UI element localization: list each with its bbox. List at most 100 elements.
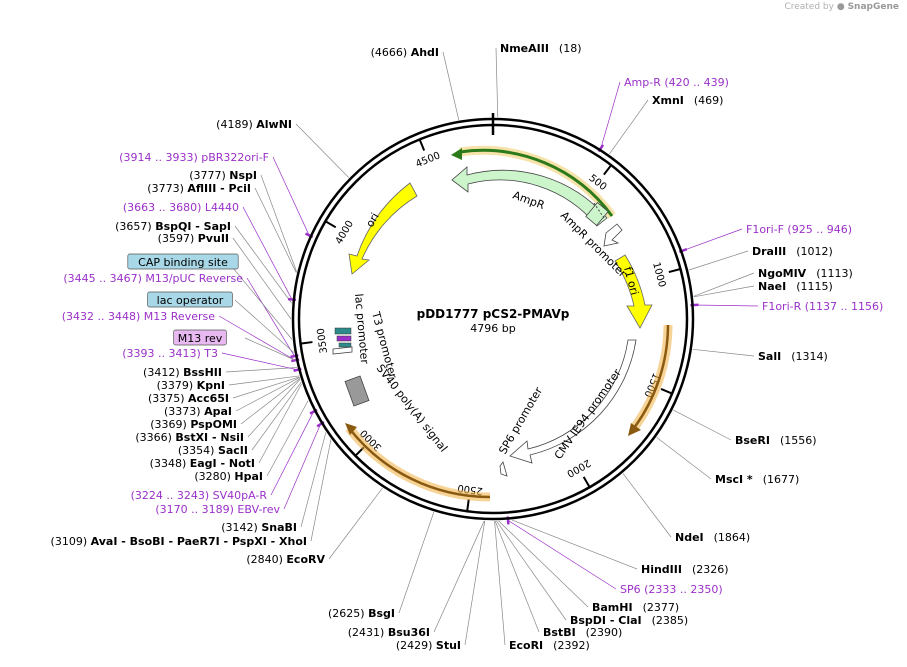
leader-line xyxy=(464,520,486,646)
enzyme-name: SalI xyxy=(758,350,781,363)
leader-lines xyxy=(218,47,759,646)
enzyme-name: BsgI xyxy=(368,607,395,620)
primer-label: (3224 .. 3243) SV40pA-R xyxy=(131,489,268,502)
tick-label-2000: 2000 xyxy=(565,457,593,479)
ampr-outer-arrow-core xyxy=(459,148,614,217)
leader-line xyxy=(221,352,298,371)
primer-label: SP6 (2333 .. 2350) xyxy=(620,583,723,596)
leader-line xyxy=(227,261,293,340)
enzyme-position: (3354) xyxy=(178,444,218,457)
leader-line xyxy=(442,51,460,121)
enzyme-label: (2625) BsgI xyxy=(328,607,395,620)
primer-label: (3663 .. 3680) L4440 xyxy=(123,201,239,214)
leader-line xyxy=(609,99,649,155)
enzyme-label: (3379) KpnI xyxy=(157,379,225,392)
enzyme-name: SnaBI xyxy=(261,521,297,534)
enzyme-label: BseRI(1556) xyxy=(735,434,817,447)
leader-line xyxy=(283,424,321,510)
leader-line xyxy=(244,337,296,361)
enzyme-position: (3375) xyxy=(148,392,188,405)
sv40-outer-arrowhead xyxy=(345,423,357,435)
enzyme-position: (3369) xyxy=(150,418,190,431)
enzyme-name: EcoRV xyxy=(286,553,325,566)
enzyme-name: DraIII xyxy=(752,245,786,258)
leader-line xyxy=(225,367,297,373)
enzyme-name: BstXI - NsiI xyxy=(175,431,244,444)
site-labels: NmeAIII (18) XmnI(469) DraIII (1012) NgoMIV(1… xyxy=(51,42,884,652)
leader-line xyxy=(232,376,300,399)
leader-line xyxy=(300,432,327,528)
enzyme-label: (3354) SacII xyxy=(178,444,248,457)
enzyme-name: PspOMI xyxy=(190,418,237,431)
primer-label: (3432 .. 3448) M13 Reverse xyxy=(62,310,215,323)
enzyme-position: (3379) xyxy=(157,379,197,392)
enzyme-position: (3109) xyxy=(51,535,91,548)
enzyme-name: PvuII xyxy=(198,232,229,245)
leader-line xyxy=(295,123,350,178)
tick-1000 xyxy=(668,268,680,274)
enzyme-name: HindIII xyxy=(641,563,682,576)
tick-3500 xyxy=(301,341,313,345)
enzyme-label: (3348) EagI - NotI xyxy=(150,457,255,470)
enzyme-name: BseRI xyxy=(735,434,770,447)
feature-m13-rev xyxy=(336,335,352,342)
enzyme-position: (1113) xyxy=(816,267,853,280)
enzyme-position: (3777) xyxy=(189,169,229,182)
feature-t3-promoter xyxy=(332,346,353,355)
tick-2500 xyxy=(466,499,470,511)
enzyme-label: (3777) NspI xyxy=(189,169,257,182)
leader-line xyxy=(682,228,743,251)
tick-4000 xyxy=(325,220,337,229)
enzyme-label: (3375) Acc65I xyxy=(148,392,229,405)
enzyme-label: (2431) Bsu36I xyxy=(348,626,430,639)
leader-line xyxy=(218,315,296,361)
enzyme-label: XmnI(469) xyxy=(652,94,723,107)
leader-line xyxy=(673,409,732,441)
enzyme-position: (2377) xyxy=(643,601,680,614)
feature-box xyxy=(173,329,227,346)
leader-line xyxy=(270,411,314,496)
feature-ori xyxy=(348,182,418,275)
enzyme-position: (4189) xyxy=(216,118,256,131)
feature-cap-site xyxy=(338,342,352,348)
leader-line xyxy=(258,383,302,464)
enzyme-label: (2429) StuI xyxy=(396,639,461,652)
enzyme-position: (1012) xyxy=(796,245,833,258)
leader-line xyxy=(622,473,672,538)
enzyme-position: (3657) xyxy=(115,220,155,233)
tick-label-3500: 3500 xyxy=(316,327,330,354)
feature-cmv-promoter xyxy=(509,339,637,464)
feature-label-f1-ori: f1 ori xyxy=(621,265,641,296)
enzyme-label: NgoMIV(1113) xyxy=(758,267,853,280)
enzyme-name: Acc65I xyxy=(188,392,229,405)
feature-label-sv40: SV40 poly(A) signal xyxy=(374,362,450,455)
enzyme-position: (3373) xyxy=(164,405,204,418)
enzyme-position: (3280) xyxy=(194,470,234,483)
primer-label: (3393 .. 3413) T3 xyxy=(122,347,218,360)
leader-line xyxy=(693,272,755,297)
feature-box-label: CAP binding site xyxy=(127,253,239,270)
enzyme-name: BamHI xyxy=(592,601,633,614)
enzyme-name: AvaI - BsoBI - PaeR7I - PspXI - XhoI xyxy=(91,535,307,548)
primer-label: (3445 .. 3467) M13/pUC Reverse xyxy=(63,272,243,285)
enzyme-position: (3348) xyxy=(150,457,190,470)
enzyme-position: (3597) xyxy=(158,232,198,245)
enzyme-name: XmnI xyxy=(652,94,684,107)
enzyme-position: (4666) xyxy=(371,46,411,59)
enzyme-position: (3366) xyxy=(135,431,175,444)
enzyme-name: StuI xyxy=(436,639,461,652)
enzyme-name: NmeAIII xyxy=(500,42,549,55)
ampr-dashed-divider xyxy=(593,202,605,219)
enzyme-position: (2431) xyxy=(348,626,388,639)
enzyme-position: (18) xyxy=(559,42,582,55)
primer-label: F1ori-F (925 .. 946) xyxy=(746,223,852,236)
feature-ampr xyxy=(451,166,608,227)
leader-line xyxy=(254,187,297,273)
feature-lac-operator xyxy=(334,327,352,335)
feature-sv40-polya xyxy=(344,375,370,407)
leader-line xyxy=(692,348,755,357)
tick-label-1000: 1000 xyxy=(650,261,667,288)
enzyme-label: (2840) EcoRV xyxy=(246,553,325,566)
feature-label-ampr: AmpR xyxy=(511,189,547,213)
leader-line xyxy=(260,174,297,272)
